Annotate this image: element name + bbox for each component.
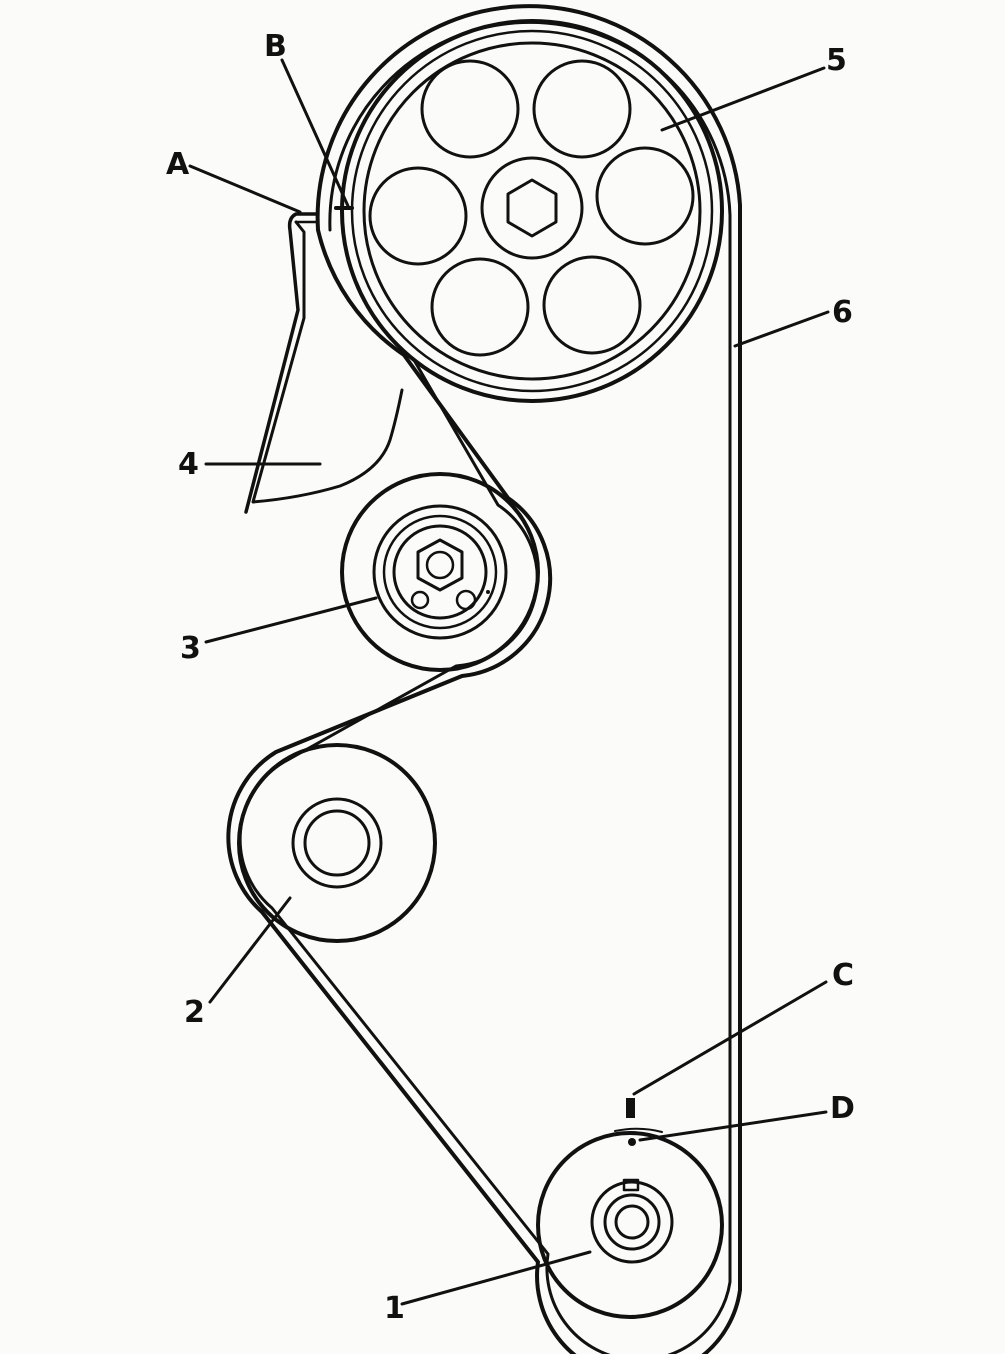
label-C: C — [832, 958, 854, 993]
pulley-hole — [532, 59, 632, 159]
label-3: 3 — [180, 631, 201, 666]
leader-lines — [188, 58, 830, 1306]
label-5: 5 — [826, 43, 847, 78]
pulley-hole — [542, 255, 642, 355]
label-6: 6 — [832, 295, 853, 330]
pulley-hole — [368, 166, 468, 266]
label-D: D — [830, 1091, 855, 1126]
pulley-hole — [595, 146, 695, 246]
label-B: B — [264, 29, 287, 64]
label-A: A — [166, 147, 190, 182]
pulley-hole — [430, 257, 530, 357]
crankshaft-pulley — [536, 1127, 724, 1319]
camshaft-pulley — [340, 19, 724, 403]
hex-bolt — [506, 178, 558, 238]
timing-pointer — [626, 1098, 635, 1118]
tensioner-pulley — [340, 472, 540, 672]
housing-bracket — [244, 206, 404, 514]
label-2: 2 — [184, 995, 205, 1030]
tensioner-nut — [416, 538, 464, 592]
idler-pulley — [237, 743, 437, 943]
timing-mark-dot — [628, 1138, 636, 1146]
label-4: 4 — [178, 447, 199, 482]
label-1: 1 — [384, 1291, 405, 1326]
timing-belt — [226, 4, 742, 1354]
pulley-hole — [420, 59, 520, 159]
